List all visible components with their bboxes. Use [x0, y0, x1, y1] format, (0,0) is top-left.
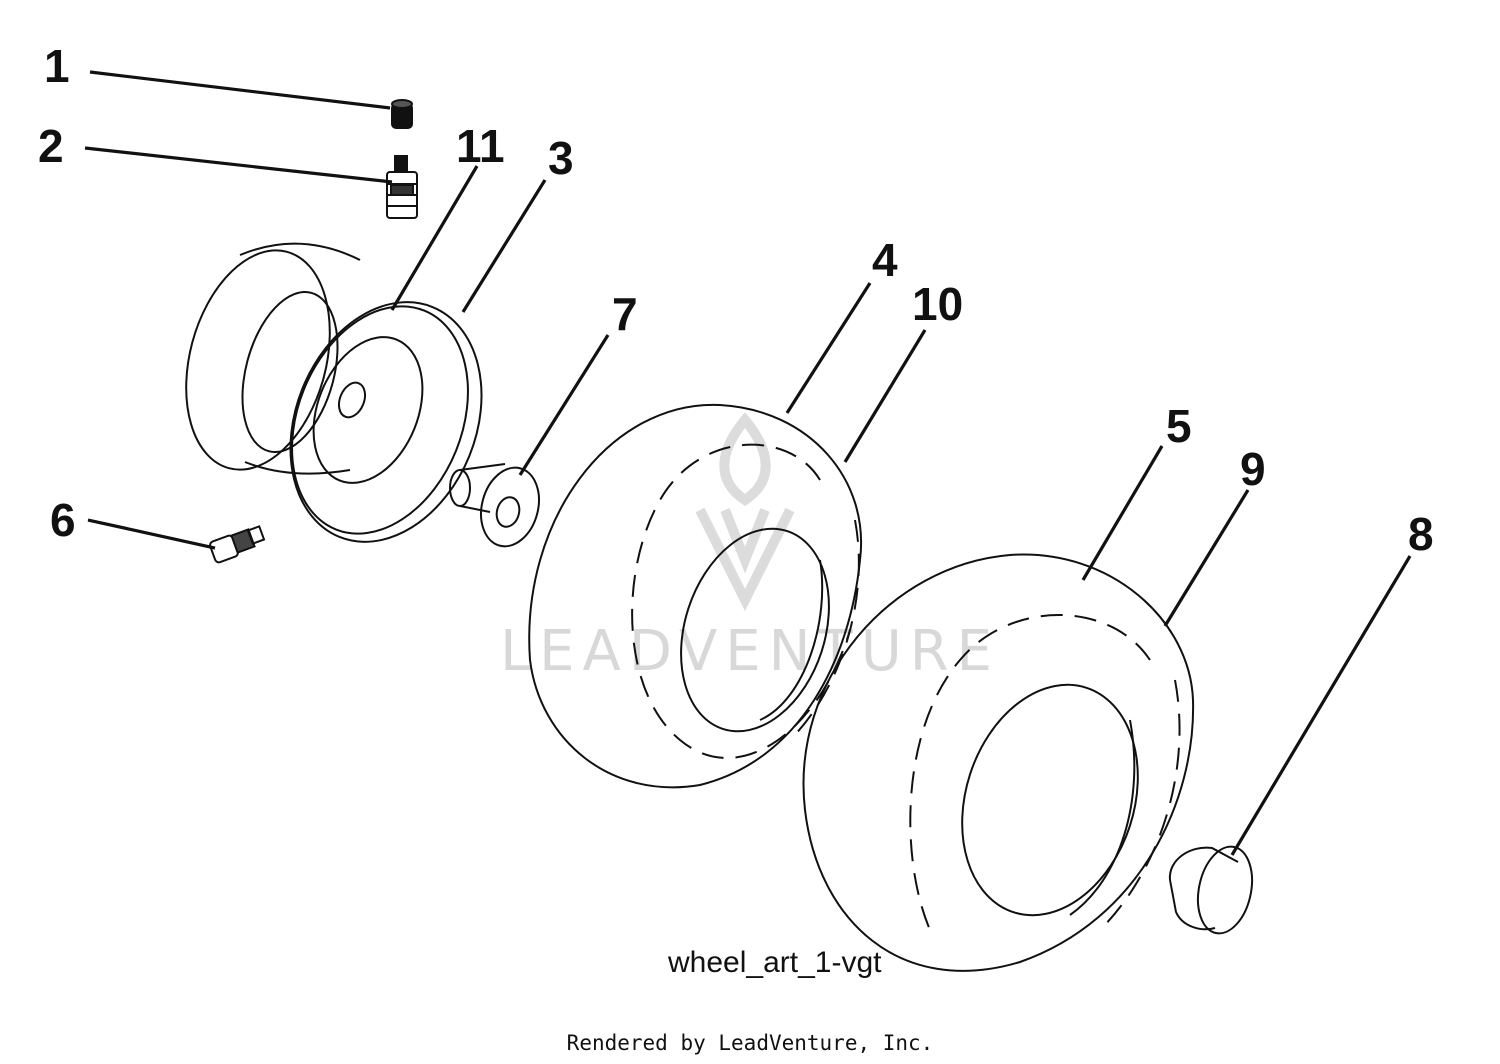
grease-fitting-icon — [209, 525, 266, 564]
watermark: LEADVENTURE — [500, 412, 1000, 684]
tire-tread-icon — [789, 519, 860, 741]
callout-6: 6 — [50, 494, 76, 546]
valve-stem-icon — [386, 155, 418, 219]
leader-line-10 — [843, 329, 927, 463]
leader-line-9 — [1163, 489, 1250, 627]
callout-2: 2 — [38, 120, 64, 172]
hub-cap-icon — [1168, 845, 1254, 935]
callout-3: 3 — [548, 132, 574, 184]
leader-line-2 — [84, 146, 393, 184]
tire-icon — [802, 553, 1195, 972]
bushing-icon — [449, 463, 540, 548]
callout-4: 4 — [872, 234, 898, 286]
callout-11: 11 — [456, 120, 505, 172]
callout-9: 9 — [1240, 443, 1266, 495]
watermark-logo-icon — [695, 412, 795, 612]
leader-line-1 — [89, 70, 391, 110]
tire-icon — [528, 403, 863, 789]
leader-line-3 — [461, 179, 547, 313]
leader-line-6 — [87, 518, 216, 550]
watermark-text: LEADVENTURE — [500, 619, 1000, 684]
leader-line-11 — [390, 165, 479, 311]
rim-icon — [185, 242, 469, 535]
leader-line-4 — [785, 282, 872, 414]
leader-lines — [84, 70, 1412, 856]
valve-cap-icon — [391, 99, 413, 129]
diagram-caption: wheel_art_1-vgt — [667, 946, 882, 979]
tire-tread-icon — [1099, 679, 1181, 931]
leader-line-5 — [1081, 445, 1164, 581]
callout-labels: 1 2 11 3 4 10 7 5 9 6 8 — [38, 40, 1434, 560]
leader-line-7 — [518, 334, 610, 476]
callout-7: 7 — [612, 288, 638, 340]
callout-1: 1 — [44, 40, 70, 92]
callout-10: 10 — [912, 278, 963, 330]
callout-8: 8 — [1408, 508, 1434, 560]
leader-line-8 — [1230, 555, 1412, 856]
callout-5: 5 — [1166, 400, 1192, 452]
rim-seal-icon — [289, 301, 483, 543]
footer-credit: Rendered by LeadVenture, Inc. — [567, 1031, 934, 1055]
